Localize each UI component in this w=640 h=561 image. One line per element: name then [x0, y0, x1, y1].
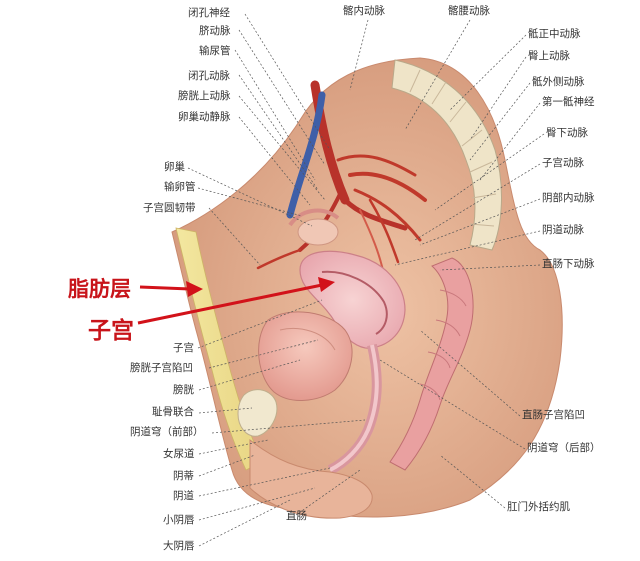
label-obturator-artery: 闭孔动脉	[188, 70, 230, 82]
label-ovarian-vessels: 卵巢动静脉	[178, 111, 231, 123]
label-internal-pudendal-artery: 阴部内动脉	[542, 192, 595, 204]
annotation-fat-layer: 脂肪层	[68, 276, 131, 301]
label-external-anal-sphincter: 肛门外括约肌	[507, 501, 570, 513]
label-uterus-small: 子宫	[173, 342, 194, 354]
rectum-shape	[389, 257, 474, 471]
label-lateral-sacral-artery: 骶外侧动脉	[532, 76, 585, 88]
annotation-uterus: 子宫	[88, 317, 134, 344]
bladder-shape	[258, 311, 353, 401]
fat-layer-arrow-shaft	[139, 285, 191, 291]
label-pubic-symphysis: 耻骨联合	[152, 406, 194, 418]
label-bladder: 膀胱	[173, 384, 194, 396]
label-fallopian-tube: 输卵管	[164, 181, 196, 193]
fat-layer-arrowhead	[186, 281, 203, 297]
label-urethra: 女尿道	[163, 448, 195, 460]
label-superior-vesical-artery: 膀胱上动脉	[178, 90, 231, 102]
label-labia-minora: 小阴唇	[163, 514, 195, 526]
label-anterior-fornix: 阴道穹（前部）	[130, 426, 204, 438]
label-median-sacral-artery: 骶正中动脉	[528, 28, 581, 40]
perineum-shape	[249, 438, 373, 519]
label-internal-iliac-artery: 髂内动脉	[343, 5, 385, 17]
label-ovary: 卵巢	[164, 161, 185, 173]
label-uterine-artery: 子宫动脉	[542, 157, 584, 169]
label-vaginal-artery: 阴道动脉	[542, 224, 584, 236]
pubic-bone	[237, 389, 278, 437]
fallopian-tube-shape	[288, 208, 340, 227]
leader-lines	[187, 13, 545, 547]
ovary-shape	[297, 218, 339, 246]
label-labia-majora: 大阴唇	[163, 540, 195, 552]
label-rectum: 直肠	[286, 510, 307, 522]
label-clitoris: 阴蒂	[173, 470, 194, 482]
label-vagina: 阴道	[173, 490, 194, 502]
label-first-sacral-nerve: 第一骶神经	[542, 96, 595, 108]
label-umbilical-artery: 脐动脉	[199, 25, 231, 37]
label-inferior-rectal-artery: 直肠下动脉	[542, 258, 595, 270]
label-obturator-nerve: 闭孔神经	[188, 7, 230, 19]
label-ureter: 输尿管	[199, 45, 231, 57]
sacrum	[391, 59, 502, 251]
highlight-arrows	[137, 277, 335, 325]
uterus-arrow-shaft	[137, 283, 323, 325]
label-inferior-gluteal-artery: 臀下动脉	[546, 127, 588, 139]
uterus-arrowhead	[318, 277, 335, 292]
uterus-shape	[299, 250, 406, 349]
label-vesicouterine-pouch: 膀胱子宫陷凹	[130, 362, 193, 374]
label-iliolumbar-artery: 髂腰动脉	[448, 5, 490, 17]
label-posterior-fornix: 阴道穹（后部）	[527, 442, 601, 454]
label-superior-gluteal-artery: 臀上动脉	[528, 50, 570, 62]
label-rectouterine-pouch: 直肠子宫陷凹	[522, 409, 585, 421]
label-round-ligament: 子宫圆韧带	[143, 202, 196, 214]
